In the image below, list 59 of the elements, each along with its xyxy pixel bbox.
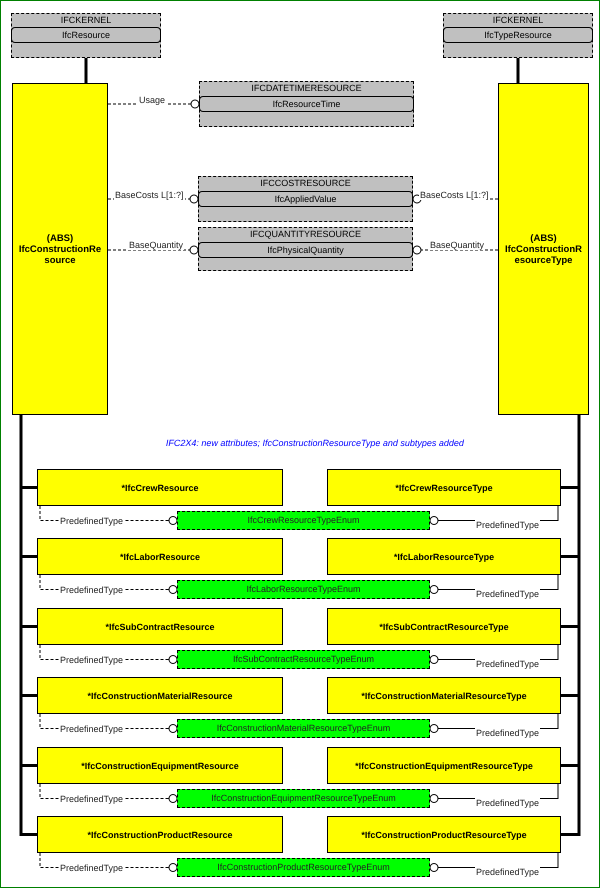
entity-box: *IfcConstructionProductResource (37, 816, 283, 853)
entity-box: (ABS) IfcConstructionResource (12, 83, 108, 415)
entity-box: IfcTypeResource (443, 27, 593, 43)
edge-label: BaseQuantity (128, 240, 184, 250)
entity-box: *IfcConstructionEquipmentResource (37, 747, 283, 784)
enumeration-box: IfcConstructionMaterialResourceTypeEnum (177, 719, 430, 738)
entity-box: IfcPhysicalQuantity (198, 242, 413, 258)
edge-label: PredefinedType (475, 728, 540, 738)
entity-box: *IfcCrewResourceType (327, 469, 561, 506)
relationship-line (412, 246, 498, 254)
edge-label: PredefinedType (475, 798, 540, 808)
entity-box: *IfcSubContractResource (37, 608, 283, 645)
subtype-line (20, 415, 37, 836)
entity-box: (ABS) IfcConstructionResourceType (498, 83, 589, 415)
edge-label: PredefinedType (59, 516, 124, 526)
subtype-line (84, 58, 88, 83)
entity-box: *IfcSubContractResourceType (327, 608, 561, 645)
schema-name: IFCDATETIMERESOURCE (250, 83, 363, 94)
entity-box: *IfcConstructionMaterialResource (37, 677, 283, 714)
edge-label: Usage (138, 95, 166, 105)
schema-name: IFCKERNEL (60, 15, 112, 26)
enumeration-box: IfcConstructionProductResourceTypeEnum (177, 858, 430, 877)
edge-label: PredefinedType (59, 724, 124, 734)
edge-label: BaseQuantity (429, 240, 486, 250)
edge-label: PredefinedType (59, 655, 124, 665)
schema-name: IFCQUANTITYRESOURCE (248, 229, 362, 240)
schema-name: IFCKERNEL (492, 15, 544, 26)
edge-label: BaseCosts L[1:?] (419, 190, 490, 200)
entity-box: IfcAppliedValue (198, 191, 413, 207)
edge-label: PredefinedType (475, 520, 540, 530)
schema-box (199, 81, 414, 127)
edge-label: PredefinedType (59, 585, 124, 595)
relationship-line (108, 246, 198, 254)
edge-label: BaseCosts L[1:?] (114, 190, 185, 200)
entity-box: *IfcConstructionMaterialResourceType (327, 677, 561, 714)
schema-name: IFCCOSTRESOURCE (259, 178, 352, 189)
edge-label: PredefinedType (475, 589, 540, 599)
edge-label: PredefinedType (475, 659, 540, 669)
schema-box (443, 13, 593, 58)
subtype-line (516, 58, 520, 83)
entity-box: *IfcLaborResourceType (327, 538, 561, 575)
entity-box: *IfcCrewResource (37, 469, 283, 506)
edge-label: PredefinedType (59, 863, 124, 873)
enumeration-box: IfcCrewResourceTypeEnum (177, 511, 430, 530)
edge-label: PredefinedType (475, 867, 540, 877)
edge-label: PredefinedType (59, 794, 124, 804)
enumeration-box: IfcLaborResourceTypeEnum (177, 580, 430, 599)
entity-box: *IfcConstructionProductResourceType (327, 816, 561, 853)
entity-box: *IfcLaborResource (37, 538, 283, 575)
entity-box: *IfcConstructionEquipmentResourceType (327, 747, 561, 784)
note: IFC2X4: new attributes; IfcConstructionResourceType and subtypes added (166, 438, 464, 448)
schema-box (198, 176, 413, 222)
schema-box (11, 13, 161, 58)
enumeration-box: IfcSubContractResourceTypeEnum (177, 650, 430, 669)
entity-box: IfcResource (11, 27, 161, 43)
subtype-line (561, 415, 580, 836)
entity-box: IfcResourceTime (199, 96, 414, 112)
schema-box (198, 227, 413, 271)
enumeration-box: IfcConstructionEquipmentResourceTypeEnum (177, 789, 430, 808)
